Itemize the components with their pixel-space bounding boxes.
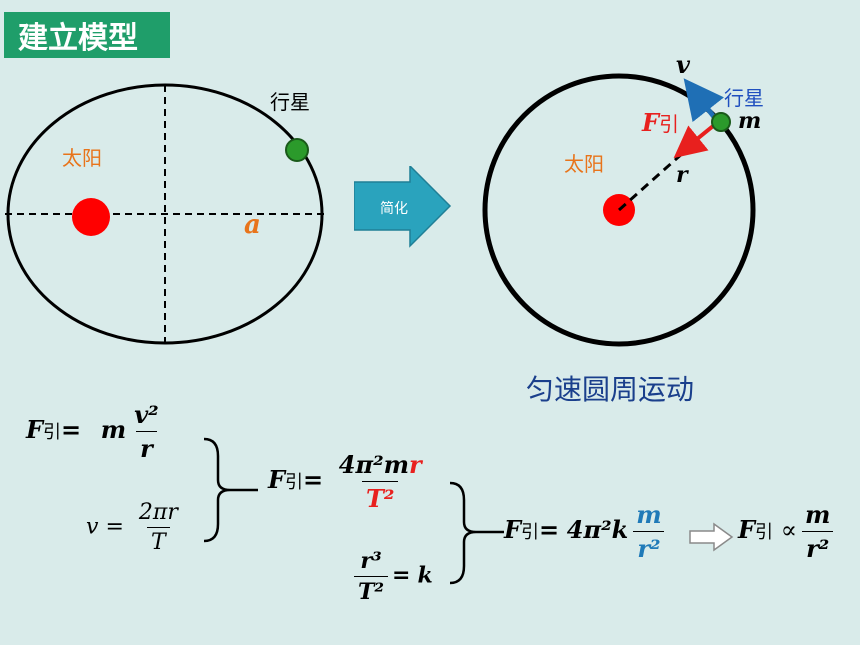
orbit-circle <box>482 73 756 347</box>
bracket-2 <box>449 481 504 585</box>
sun-label: 太阳 <box>62 146 102 170</box>
ellipse-orbit-diagram <box>5 83 325 345</box>
section-title: 建立模型 <box>4 12 170 58</box>
velocity-label: v <box>676 50 690 79</box>
sun-label-right: 太阳 <box>564 152 604 176</box>
motion-caption: 匀速圆周运动 <box>526 373 695 406</box>
planet-dot <box>285 138 309 162</box>
sun-dot <box>72 198 110 236</box>
planet-label: 行星 <box>270 90 310 114</box>
circle-orbit-diagram <box>482 73 756 347</box>
force-label: F引 <box>642 108 680 137</box>
planet-dot-right <box>711 112 731 132</box>
planet-label-right: 行星 <box>724 86 764 110</box>
radius-label: r <box>676 162 688 188</box>
bracket-1 <box>203 437 258 543</box>
mass-label: m <box>738 108 762 134</box>
implies-arrow-icon <box>689 522 734 552</box>
simplify-arrow <box>354 166 452 248</box>
semi-axis-label: a <box>244 210 261 240</box>
simplify-label: 简化 <box>380 201 408 217</box>
